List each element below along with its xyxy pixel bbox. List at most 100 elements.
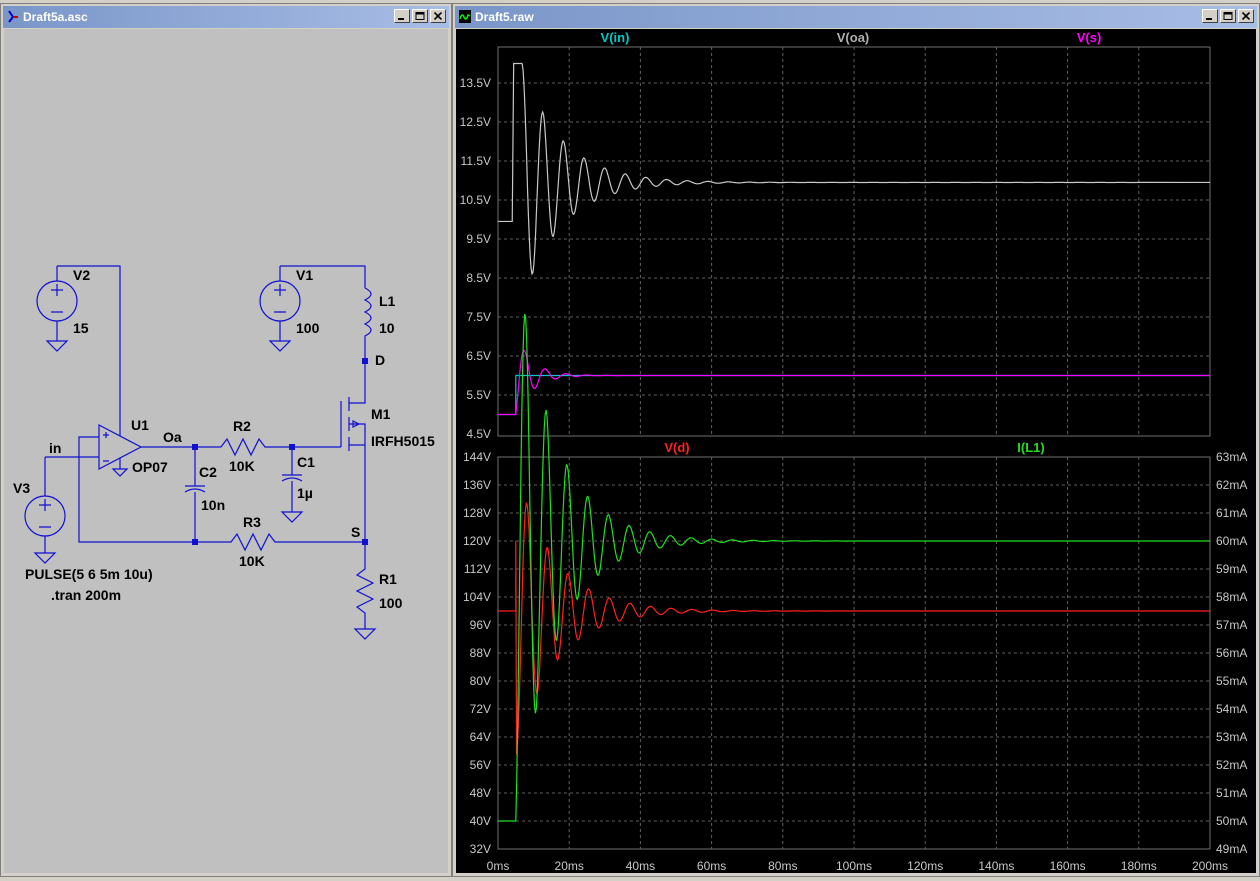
trace-label-vd[interactable]: V(d) — [664, 440, 689, 455]
y-tick-label-left: 48V — [470, 786, 491, 800]
m1-mosfet-symbol — [329, 397, 366, 542]
x-tick-label: 100ms — [836, 859, 872, 873]
close-button[interactable] — [1238, 9, 1254, 23]
v3-name: V3 — [13, 480, 30, 496]
y-tick-label-left: 136V — [463, 478, 491, 492]
y-tick-label-top: 9.5V — [466, 232, 491, 246]
l1-inductor-symbol — [363, 287, 372, 361]
schematic-titlebar[interactable]: Draft5a.asc — [3, 6, 449, 28]
u1-name: U1 — [131, 417, 149, 433]
c1-value: 1µ — [297, 485, 313, 501]
y-tick-label-left: 128V — [463, 506, 491, 520]
y-tick-label-right: 50mA — [1216, 814, 1247, 828]
trace-label-vin[interactable]: V(in) — [601, 30, 630, 45]
ltspice-schematic-icon — [8, 10, 18, 23]
y-tick-label-top: 5.5V — [466, 388, 491, 402]
x-tick-label: 200ms — [1192, 859, 1228, 873]
r3-name: R3 — [243, 514, 261, 530]
y-tick-label-top: 4.5V — [466, 427, 491, 441]
y-tick-label-left: 32V — [470, 842, 491, 856]
y-tick-label-top: 10.5V — [460, 193, 491, 207]
v2-value: 15 — [73, 320, 89, 336]
schematic-window: Draft5a.asc — [0, 3, 452, 877]
x-tick-label: 140ms — [978, 859, 1014, 873]
y-tick-label-right: 59mA — [1216, 562, 1247, 576]
m1-model: IRFH5015 — [371, 433, 435, 449]
x-tick-label: 160ms — [1050, 859, 1086, 873]
r1-value: 100 — [379, 595, 403, 611]
c1-name: C1 — [297, 454, 315, 470]
net-label-oa: Oa — [163, 429, 182, 445]
r2-value: 10K — [229, 458, 255, 474]
y-tick-label-left: 72V — [470, 702, 491, 716]
net-label-s: S — [351, 524, 360, 540]
l1-name: L1 — [379, 293, 396, 309]
y-tick-label-left: 56V — [470, 758, 491, 772]
y-tick-label-right: 49mA — [1216, 842, 1247, 856]
waveform-titlebar[interactable]: Draft5.raw — [455, 6, 1257, 28]
c2-value: 10n — [201, 497, 225, 513]
y-tick-label-right: 61mA — [1216, 506, 1247, 520]
x-tick-label: 80ms — [768, 859, 797, 873]
y-tick-label-left: 104V — [463, 590, 491, 604]
trace-label-voa[interactable]: V(oa) — [837, 30, 870, 45]
y-tick-label-top: 8.5V — [466, 271, 491, 285]
y-tick-label-top: 6.5V — [466, 349, 491, 363]
trace-il1[interactable] — [498, 313, 1210, 822]
trace-label-vs[interactable]: V(s) — [1077, 30, 1102, 45]
tran-directive[interactable]: .tran 200m — [51, 587, 121, 603]
close-button[interactable] — [430, 9, 446, 23]
minimize-button[interactable] — [394, 9, 410, 23]
y-tick-label-right: 51mA — [1216, 786, 1247, 800]
y-tick-label-left: 96V — [470, 618, 491, 632]
x-tick-label: 20ms — [555, 859, 584, 873]
y-tick-label-left: 64V — [470, 730, 491, 744]
r1-name: R1 — [379, 571, 397, 587]
r2-name: R2 — [233, 418, 251, 434]
maximize-icon — [1223, 12, 1233, 20]
v1-value: 100 — [296, 320, 320, 336]
maximize-button[interactable] — [1220, 9, 1236, 23]
m1-name: M1 — [371, 406, 391, 422]
r1-resistor-symbol — [353, 542, 377, 640]
y-tick-label-left: 112V — [464, 562, 491, 576]
minimize-icon — [1206, 18, 1212, 20]
trace-vd[interactable] — [498, 501, 1210, 755]
waveform-title: Draft5.raw — [475, 10, 534, 24]
y-tick-label-left: 88V — [470, 646, 491, 660]
schematic-canvas[interactable]: V2 15 V1 100 L1 10 D M1 IRFH5015 U1 OP07… — [4, 29, 448, 873]
ground-icon — [45, 321, 69, 352]
y-tick-label-right: 54mA — [1216, 702, 1247, 716]
minimize-button[interactable] — [1202, 9, 1218, 23]
y-tick-label-left: 120V — [463, 534, 491, 548]
trace-label-il1[interactable]: I(L1) — [1017, 440, 1044, 455]
c2-name: C2 — [199, 464, 217, 480]
c1-capacitor-symbol — [280, 447, 304, 523]
y-tick-label-right: 55mA — [1216, 674, 1247, 688]
trace-vs[interactable] — [498, 349, 1210, 416]
schematic-svg[interactable]: V2 15 V1 100 L1 10 D M1 IRFH5015 U1 OP07… — [4, 29, 450, 875]
v2-name: V2 — [73, 267, 90, 283]
x-tick-label: 120ms — [907, 859, 943, 873]
trace-voa[interactable] — [498, 62, 1211, 276]
y-tick-label-right: 57mA — [1216, 618, 1247, 632]
maximize-button[interactable] — [412, 9, 428, 23]
ground-icon — [268, 321, 292, 352]
y-tick-label-left: 80V — [470, 674, 491, 688]
x-tick-label: 40ms — [626, 859, 655, 873]
c2-capacitor-symbol — [184, 447, 206, 542]
y-tick-label-right: 52mA — [1216, 758, 1247, 772]
x-tick-label: 60ms — [697, 859, 726, 873]
minimize-icon — [398, 18, 404, 20]
y-tick-label-right: 56mA — [1216, 646, 1247, 660]
v1-name: V1 — [296, 267, 313, 283]
net-label-in: in — [49, 440, 61, 456]
y-tick-label-top: 13.5V — [460, 76, 491, 90]
maximize-icon — [415, 12, 425, 20]
waveform-icon — [459, 10, 471, 23]
pulse-directive[interactable]: PULSE(5 6 5m 10u) — [25, 566, 153, 582]
net-label-d: D — [375, 352, 385, 368]
